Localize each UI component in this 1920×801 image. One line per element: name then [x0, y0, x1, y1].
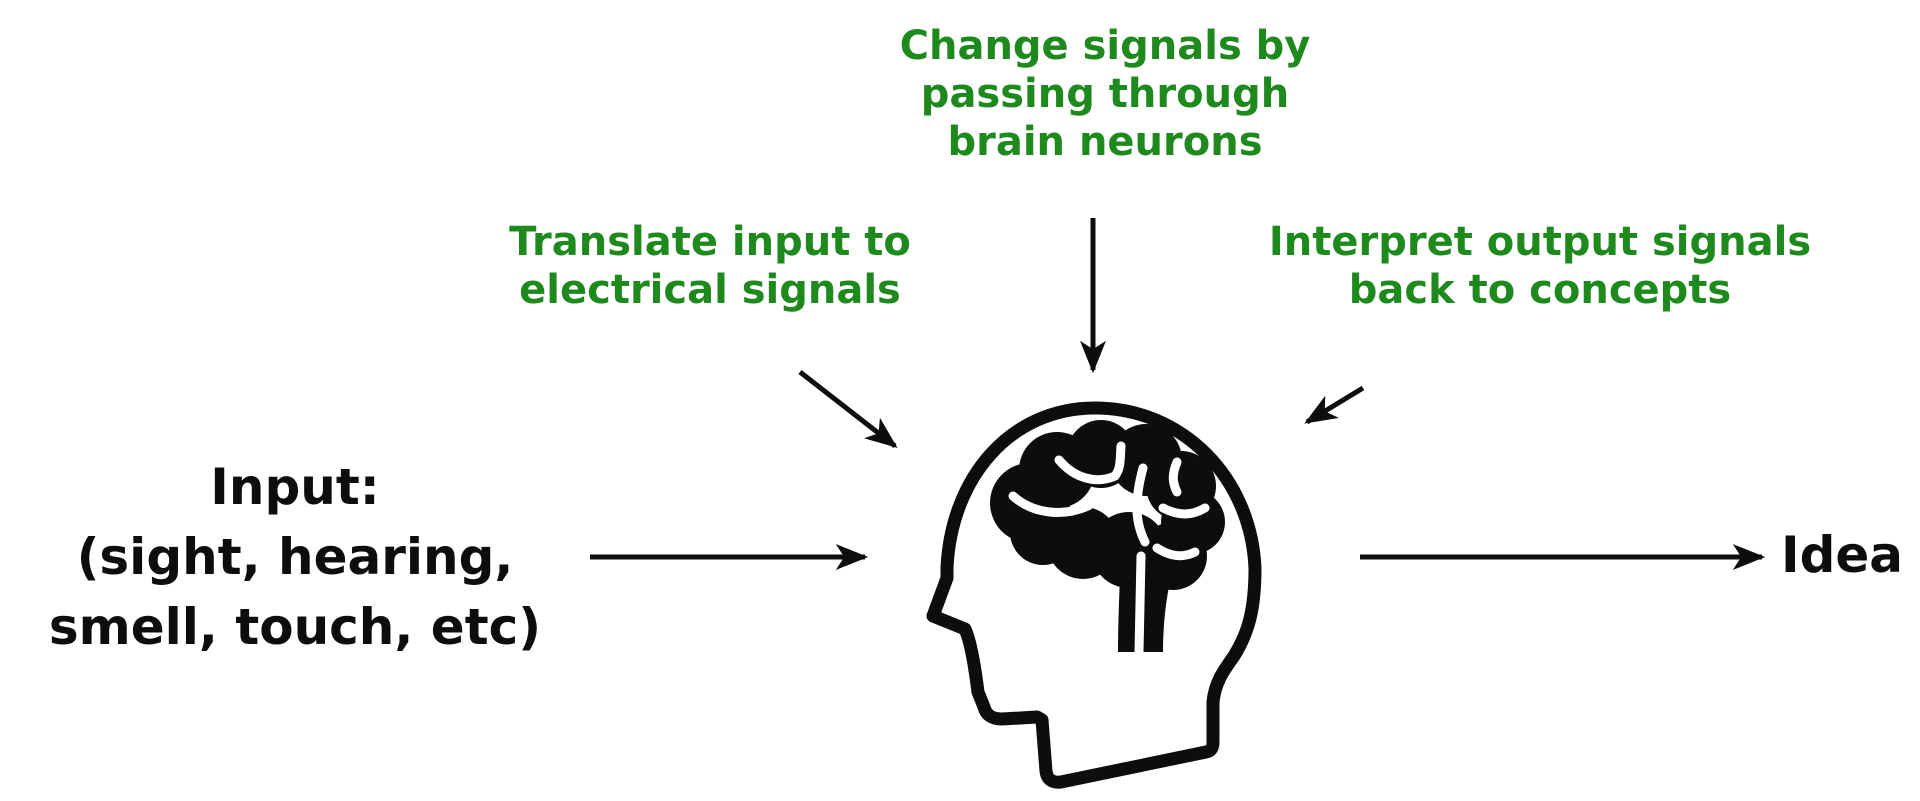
arrow-interpret-output-icon	[1304, 385, 1365, 425]
label-line: smell, touch, etc)	[48, 598, 542, 656]
arrow-translate-input-icon	[798, 370, 898, 448]
label-translate-input: Translate input to electrical signals	[509, 218, 911, 314]
brain-sulci	[1008, 441, 1210, 657]
label-change-signals: Change signals by passing through brain …	[900, 22, 1311, 166]
head-with-brain-icon	[926, 401, 1262, 789]
label-line: back to concepts	[1348, 267, 1732, 313]
label-line: Input:	[210, 458, 380, 516]
label-input: Input: (sight, hearing, smell, touch, et…	[49, 452, 541, 662]
label-line: Change signals by	[899, 23, 1311, 69]
label-line: electrical signals	[519, 267, 901, 313]
label-idea: Idea	[1781, 520, 1903, 590]
label-interpret-output: Interpret output signals back to concept…	[1269, 218, 1811, 314]
label-line: passing through	[920, 71, 1290, 117]
label-line: Interpret output signals	[1268, 219, 1812, 265]
label-line: Translate input to	[509, 219, 911, 265]
label-line: Idea	[1780, 526, 1904, 584]
label-line: brain neurons	[947, 119, 1263, 165]
label-line: (sight, hearing,	[76, 528, 514, 586]
